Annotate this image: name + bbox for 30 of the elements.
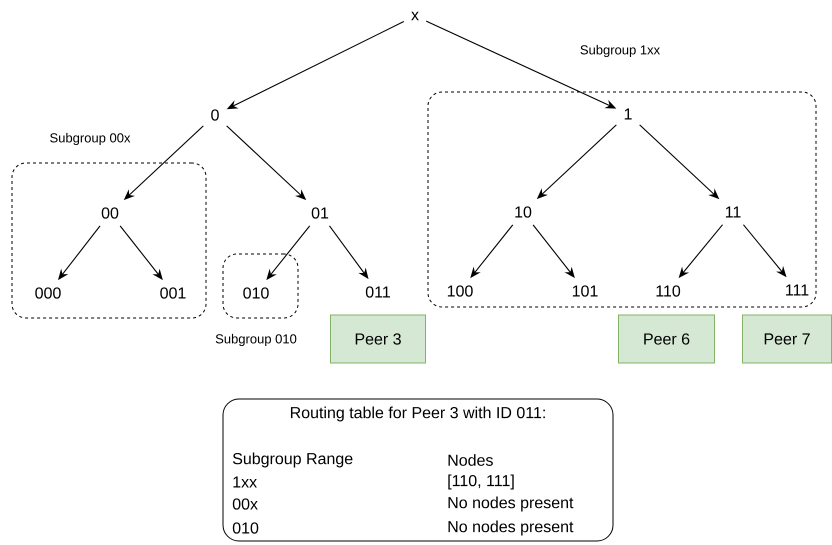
- tree-label: x: [411, 12, 419, 20]
- table-cell: 010: [232, 522, 258, 534]
- tree-label: 01: [312, 207, 328, 219]
- group-label: Subgroup 1xx: [580, 44, 660, 58]
- tree-label: 010: [243, 287, 269, 299]
- table-title: Routing table for Peer 3 with ID 011:: [290, 406, 545, 422]
- table-cell: No nodes present: [448, 520, 574, 536]
- group-label: Subgroup 00x: [50, 132, 130, 146]
- tree-label: 00: [102, 207, 118, 219]
- tree-label: 011: [366, 286, 390, 298]
- table-header: Nodes: [448, 454, 493, 466]
- peer-box: Peer 7: [742, 314, 832, 364]
- tree-label: 001: [160, 287, 186, 299]
- table-cell: No nodes present: [448, 496, 574, 512]
- table-cell: 1xx: [233, 476, 257, 488]
- tree-label: 101: [572, 285, 598, 297]
- tree-label: 0: [211, 109, 219, 121]
- tree-label: 11: [726, 206, 741, 218]
- table-cell: [110, 111]: [448, 474, 514, 490]
- tree-label: 10: [515, 206, 532, 218]
- table-header: Subgroup Range: [232, 452, 352, 468]
- tree-label: 111: [786, 284, 808, 296]
- group-label: Subgroup 010: [216, 334, 296, 346]
- tree-label: 110: [656, 285, 680, 297]
- peer-box: Peer 6: [618, 314, 715, 364]
- tree-label: 100: [448, 285, 473, 297]
- table-cell: 00x: [232, 498, 258, 510]
- tree-label: 1: [624, 108, 632, 120]
- peer-box: Peer 3: [330, 314, 426, 364]
- tree-label: 000: [35, 287, 61, 299]
